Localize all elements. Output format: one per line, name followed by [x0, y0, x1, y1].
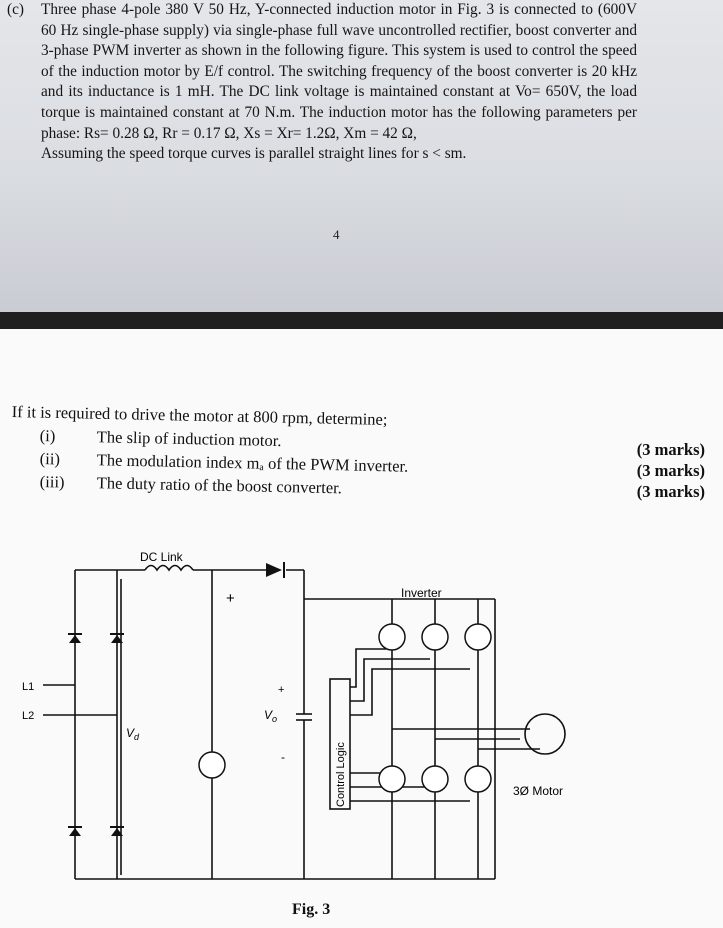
minus-sign: - [281, 750, 285, 764]
figure-caption: Fig. 3 [292, 901, 331, 918]
page-separator [0, 312, 723, 329]
item-number: (ii) [39, 449, 61, 469]
l2-label: L2 [22, 710, 34, 722]
page-number: 4 [333, 227, 340, 242]
marks-label: (3 marks) [636, 461, 705, 480]
assumption-text: Assuming the speed torque curves is para… [41, 145, 467, 163]
marks-label: (3 marks) [636, 482, 705, 501]
item-text: The duty ratio of the boost converter. [96, 473, 343, 498]
motor-label: 3Ø Motor [513, 784, 563, 798]
question-item: (iii) The duty ratio of the boost convert… [40, 472, 342, 498]
dc-link-label: DC Link [140, 550, 184, 564]
circuit-diagram: DC Link Inverter L1 L2 + + - Vd Vo Contr… [22, 550, 566, 880]
item-text: The modulation index mₐ of the PWM inver… [96, 450, 409, 476]
item-number: (iii) [39, 472, 65, 492]
inverter-label: Inverter [401, 586, 442, 600]
item-text: The slip of induction motor. [96, 427, 282, 451]
plus-sign: + [226, 590, 235, 607]
question-item: (i) The slip of induction motor. [40, 426, 282, 451]
control-logic-label: Control Logic [335, 742, 347, 807]
problem-statement: (c) Three phase 4-pole 380 V 50 Hz, Y-co… [7, 0, 637, 165]
l1-label: L1 [22, 681, 34, 693]
part-label: (c) [7, 1, 24, 18]
vd-label: Vd [126, 726, 140, 742]
problem-paragraph: Three phase 4-pole 380 V 50 Hz, Y-connec… [41, 1, 637, 142]
question-page-bottom: If it is required to drive the motor at … [0, 329, 723, 928]
plus-sign: + [278, 684, 284, 696]
item-number: (i) [39, 426, 56, 446]
vo-label: Vo [264, 708, 277, 724]
marks-label: (3 marks) [636, 440, 705, 459]
question-page-top: (c) Three phase 4-pole 380 V 50 Hz, Y-co… [0, 0, 723, 312]
